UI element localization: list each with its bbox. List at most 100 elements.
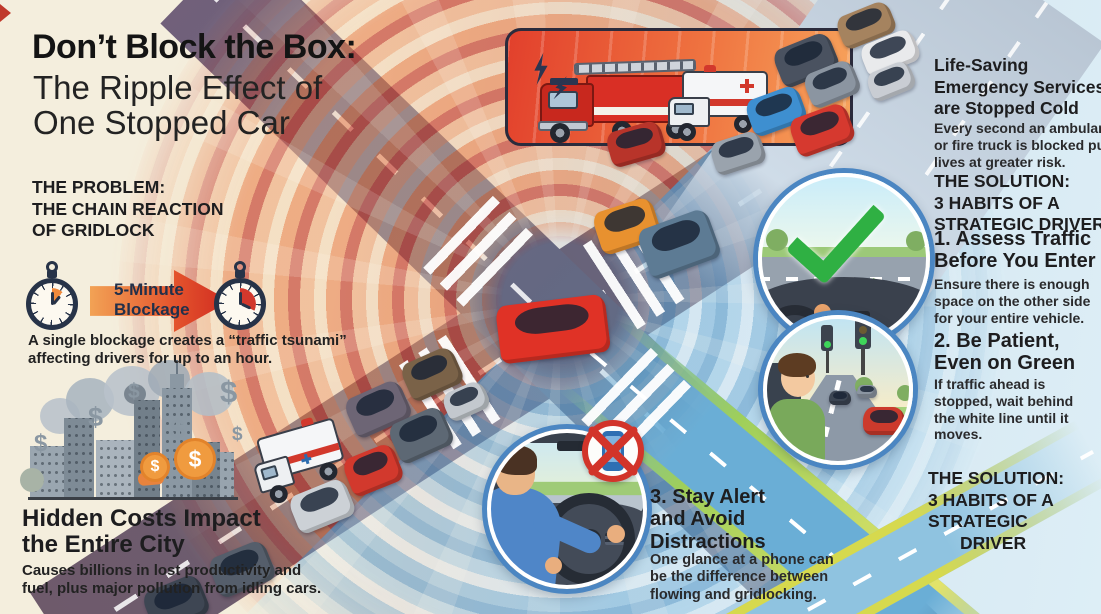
stopwatch-hand xyxy=(50,291,54,305)
heading-line: STRATEGIC xyxy=(928,511,1028,532)
caption-line: stopped, wait behind xyxy=(934,392,1074,409)
main-title: Don’t Block the Box: xyxy=(32,28,357,66)
subtitle-line: The Ripple Effect of xyxy=(33,69,323,106)
corner-accent xyxy=(0,4,11,22)
city-ground-line xyxy=(28,497,238,500)
car xyxy=(829,391,851,405)
stopwatch-crown xyxy=(235,270,245,278)
heading-line: THE SOLUTION: xyxy=(928,468,1065,488)
driver-hair xyxy=(778,353,816,377)
wheel xyxy=(678,123,696,141)
rearview-mirror xyxy=(557,441,587,451)
driver-head xyxy=(491,445,537,495)
emergency-heading: Life-Saving Emergency Services are Stopp… xyxy=(934,55,1101,120)
heading-line: are Stopped Cold xyxy=(934,98,1079,119)
caption-line: fuel, plus major pollution from idling c… xyxy=(22,580,322,598)
habit2-caption: If traffic ahead is stopped, wait behind… xyxy=(934,376,1073,443)
tree xyxy=(897,385,913,401)
ambulance-stripe xyxy=(684,99,766,106)
arrow-label-line: Blockage xyxy=(114,300,190,320)
caption-line: or fire truck is blocked puts xyxy=(934,136,1101,153)
beacon-light xyxy=(300,416,314,428)
driver-torso xyxy=(769,399,825,465)
heading-line: the Entire City xyxy=(22,531,185,559)
beacon-light xyxy=(704,65,716,72)
tree xyxy=(906,231,926,251)
dollar-coin: $ xyxy=(174,438,216,480)
arrow-label: 5-Minute Blockage xyxy=(114,280,190,320)
heading-line: Emergency Services xyxy=(934,76,1101,97)
coin-dollar: $ xyxy=(150,458,160,475)
car xyxy=(857,385,877,398)
red-light xyxy=(859,315,867,323)
fire-truck-windshield xyxy=(548,91,578,109)
wheel xyxy=(550,123,570,143)
heading-line: THE PROBLEM: xyxy=(32,177,166,197)
tree xyxy=(766,229,788,251)
habit2-heading: 2. Be Patient, Even on Green xyxy=(934,330,1075,375)
habit1-caption: Ensure there is enough space on the othe… xyxy=(934,276,1090,326)
smoke-cloud xyxy=(124,384,146,404)
emergency-caption: Every second an ambulance or fire truck … xyxy=(934,120,1101,170)
caption-line: lives at greater risk. xyxy=(934,153,1066,170)
caption-line: flowing and gridlocking. xyxy=(650,586,817,603)
heading-line: OF GRIDLOCK xyxy=(32,220,155,241)
caption-line: moves. xyxy=(934,426,983,443)
traffic-light-small xyxy=(821,325,833,373)
solution-repeat-heading: THE SOLUTION: 3 HABITS OF A STRATEGIC DR… xyxy=(928,468,1064,555)
tree xyxy=(20,468,44,492)
skyscraper-spire xyxy=(176,360,178,374)
heading-line: 3 HABITS OF A xyxy=(928,489,1054,510)
heading-line: 2. Be Patient, xyxy=(934,330,1060,352)
skyscraper-cap xyxy=(170,374,184,388)
heading-line: THE SOLUTION: xyxy=(934,171,1071,191)
building xyxy=(220,452,234,497)
heading-line: THE CHAIN REACTION xyxy=(32,198,224,219)
red-cross-icon xyxy=(740,79,754,93)
driver-hand xyxy=(545,557,562,574)
habit1-heading: 1. Assess Traffic Before You Enter xyxy=(934,228,1096,273)
heading-line: 3 HABITS OF A xyxy=(934,192,1060,213)
fire-truck-stripe xyxy=(588,107,696,115)
smoke-cloud xyxy=(184,372,234,416)
driver-hair xyxy=(491,445,537,475)
car xyxy=(863,407,905,435)
caption-line: If traffic ahead is xyxy=(934,376,1046,392)
building xyxy=(64,418,94,497)
caption-line: space on the other side xyxy=(934,292,1091,309)
stopwatch-icon xyxy=(214,261,266,330)
ambulance-windshield xyxy=(260,464,279,481)
stopwatch-icon xyxy=(26,261,78,330)
caption-line: Ensure there is enough xyxy=(934,276,1090,292)
arrow-label-line: 5-Minute xyxy=(114,280,184,299)
caption-line: Causes billions in lost productivity and xyxy=(22,562,302,579)
solution-heading: THE SOLUTION: 3 HABITS OF A STRATEGIC DR… xyxy=(934,171,1101,236)
heading-line: DRIVER xyxy=(960,533,1027,554)
habit3-heading: 3. Stay Alert and Avoid Distractions xyxy=(650,486,766,553)
dollar-coin: $ xyxy=(140,452,170,482)
dollar-sign: $ xyxy=(170,414,186,444)
habit3-caption: One glance at a phone can be the differe… xyxy=(650,552,834,604)
caption-line: for your entire vehicle. xyxy=(934,309,1085,326)
stopwatch-face xyxy=(36,288,68,320)
dollar-sign: $ xyxy=(34,430,48,457)
heading-line: Distractions xyxy=(650,530,766,553)
heading-line: and Avoid xyxy=(650,508,746,531)
caption-line: the white line until it xyxy=(934,409,1069,426)
caption-line: A single blockage creates a “traffic tsu… xyxy=(28,332,347,349)
hidden-costs-caption: Causes billions in lost productivity and… xyxy=(22,562,321,599)
main-subtitle: The Ripple Effect of One Stopped Car xyxy=(33,70,322,141)
coin-dollar: $ xyxy=(188,445,202,472)
amber-light xyxy=(859,326,867,334)
blockage-caption: A single blockage creates a “traffic tsu… xyxy=(28,332,347,369)
caption-line: One glance at a phone can xyxy=(650,552,834,568)
pole xyxy=(861,349,865,375)
dollar-sign: $ xyxy=(88,402,104,432)
green-light xyxy=(824,341,831,348)
heading-line: Even on Green xyxy=(934,352,1076,375)
emergency-panel xyxy=(505,28,853,146)
dollar-sign: $ xyxy=(128,380,140,403)
driver-hand xyxy=(607,525,625,543)
caption-line: be the difference between xyxy=(650,569,829,586)
